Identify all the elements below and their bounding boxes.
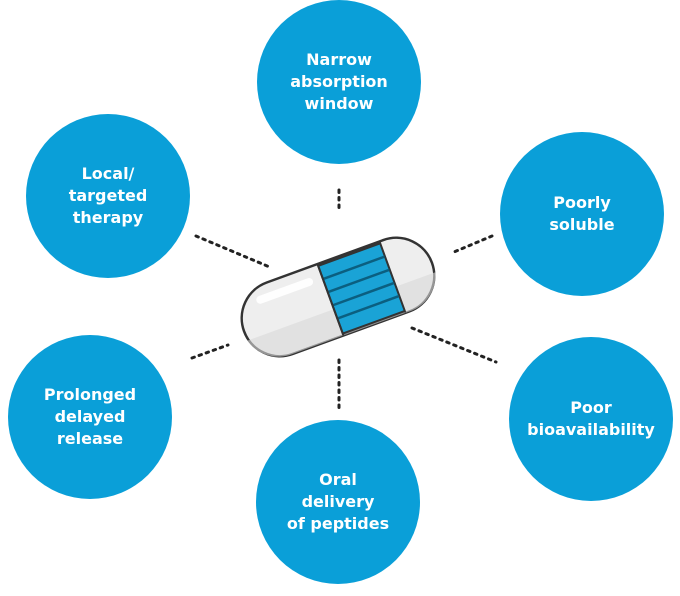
connector-poor (410, 326, 498, 364)
bubble-narrow-absorption-window: Narrow absorption window (257, 0, 421, 164)
bubble-local-targeted-therapy: Local/ targeted therapy (26, 114, 190, 278)
bubble-prolonged-delayed-release: Prolonged delayed release (8, 335, 172, 499)
bubble-poor-bioavailability: Poor bioavailability (509, 337, 673, 501)
bubble-label: Poorly soluble (549, 193, 615, 234)
connector-soluble (452, 234, 494, 254)
bubble-poorly-soluble: Poorly soluble (500, 132, 664, 296)
connector-local (194, 234, 274, 270)
bubble-label: Prolonged delayed release (43, 385, 137, 448)
bubble-label: Poor bioavailability (527, 398, 655, 439)
bubble-label: Local/ targeted therapy (68, 164, 148, 227)
bubble-label: Narrow absorption window (290, 50, 388, 113)
bubble-label: Oral delivery of peptides (286, 470, 390, 533)
connector-prolonged (190, 343, 230, 360)
bubble-oral-delivery-of-peptides: Oral delivery of peptides (256, 420, 420, 584)
capsule-icon (240, 236, 436, 358)
